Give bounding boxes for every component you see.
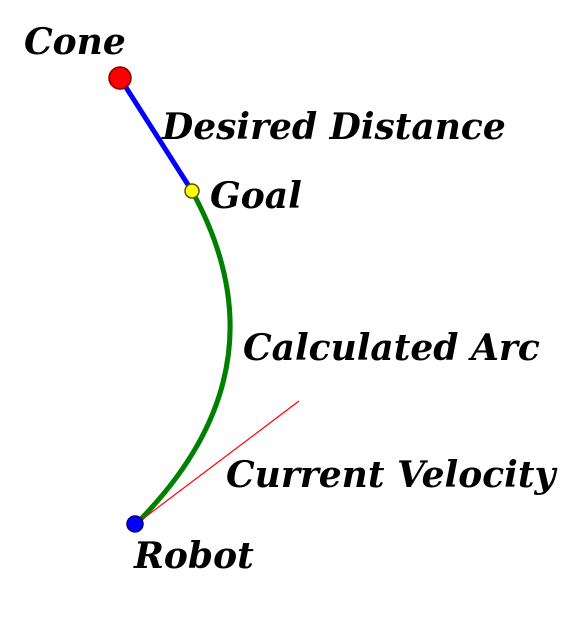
cone-label: Cone — [24, 21, 126, 63]
current-velocity-label: Current Velocity — [226, 454, 557, 496]
robot-marker — [126, 515, 144, 533]
desired-distance-label: Desired Distance — [161, 106, 506, 148]
robot-label: Robot — [133, 535, 254, 577]
goal-label: Goal — [210, 175, 302, 217]
calculated-arc — [133, 188, 233, 527]
goal-marker — [184, 183, 200, 199]
calculated-arc-label: Calculated Arc — [243, 327, 540, 369]
cone-marker — [108, 66, 132, 90]
desired-distance-line — [117, 75, 195, 194]
current-velocity-vector — [135, 400, 300, 525]
